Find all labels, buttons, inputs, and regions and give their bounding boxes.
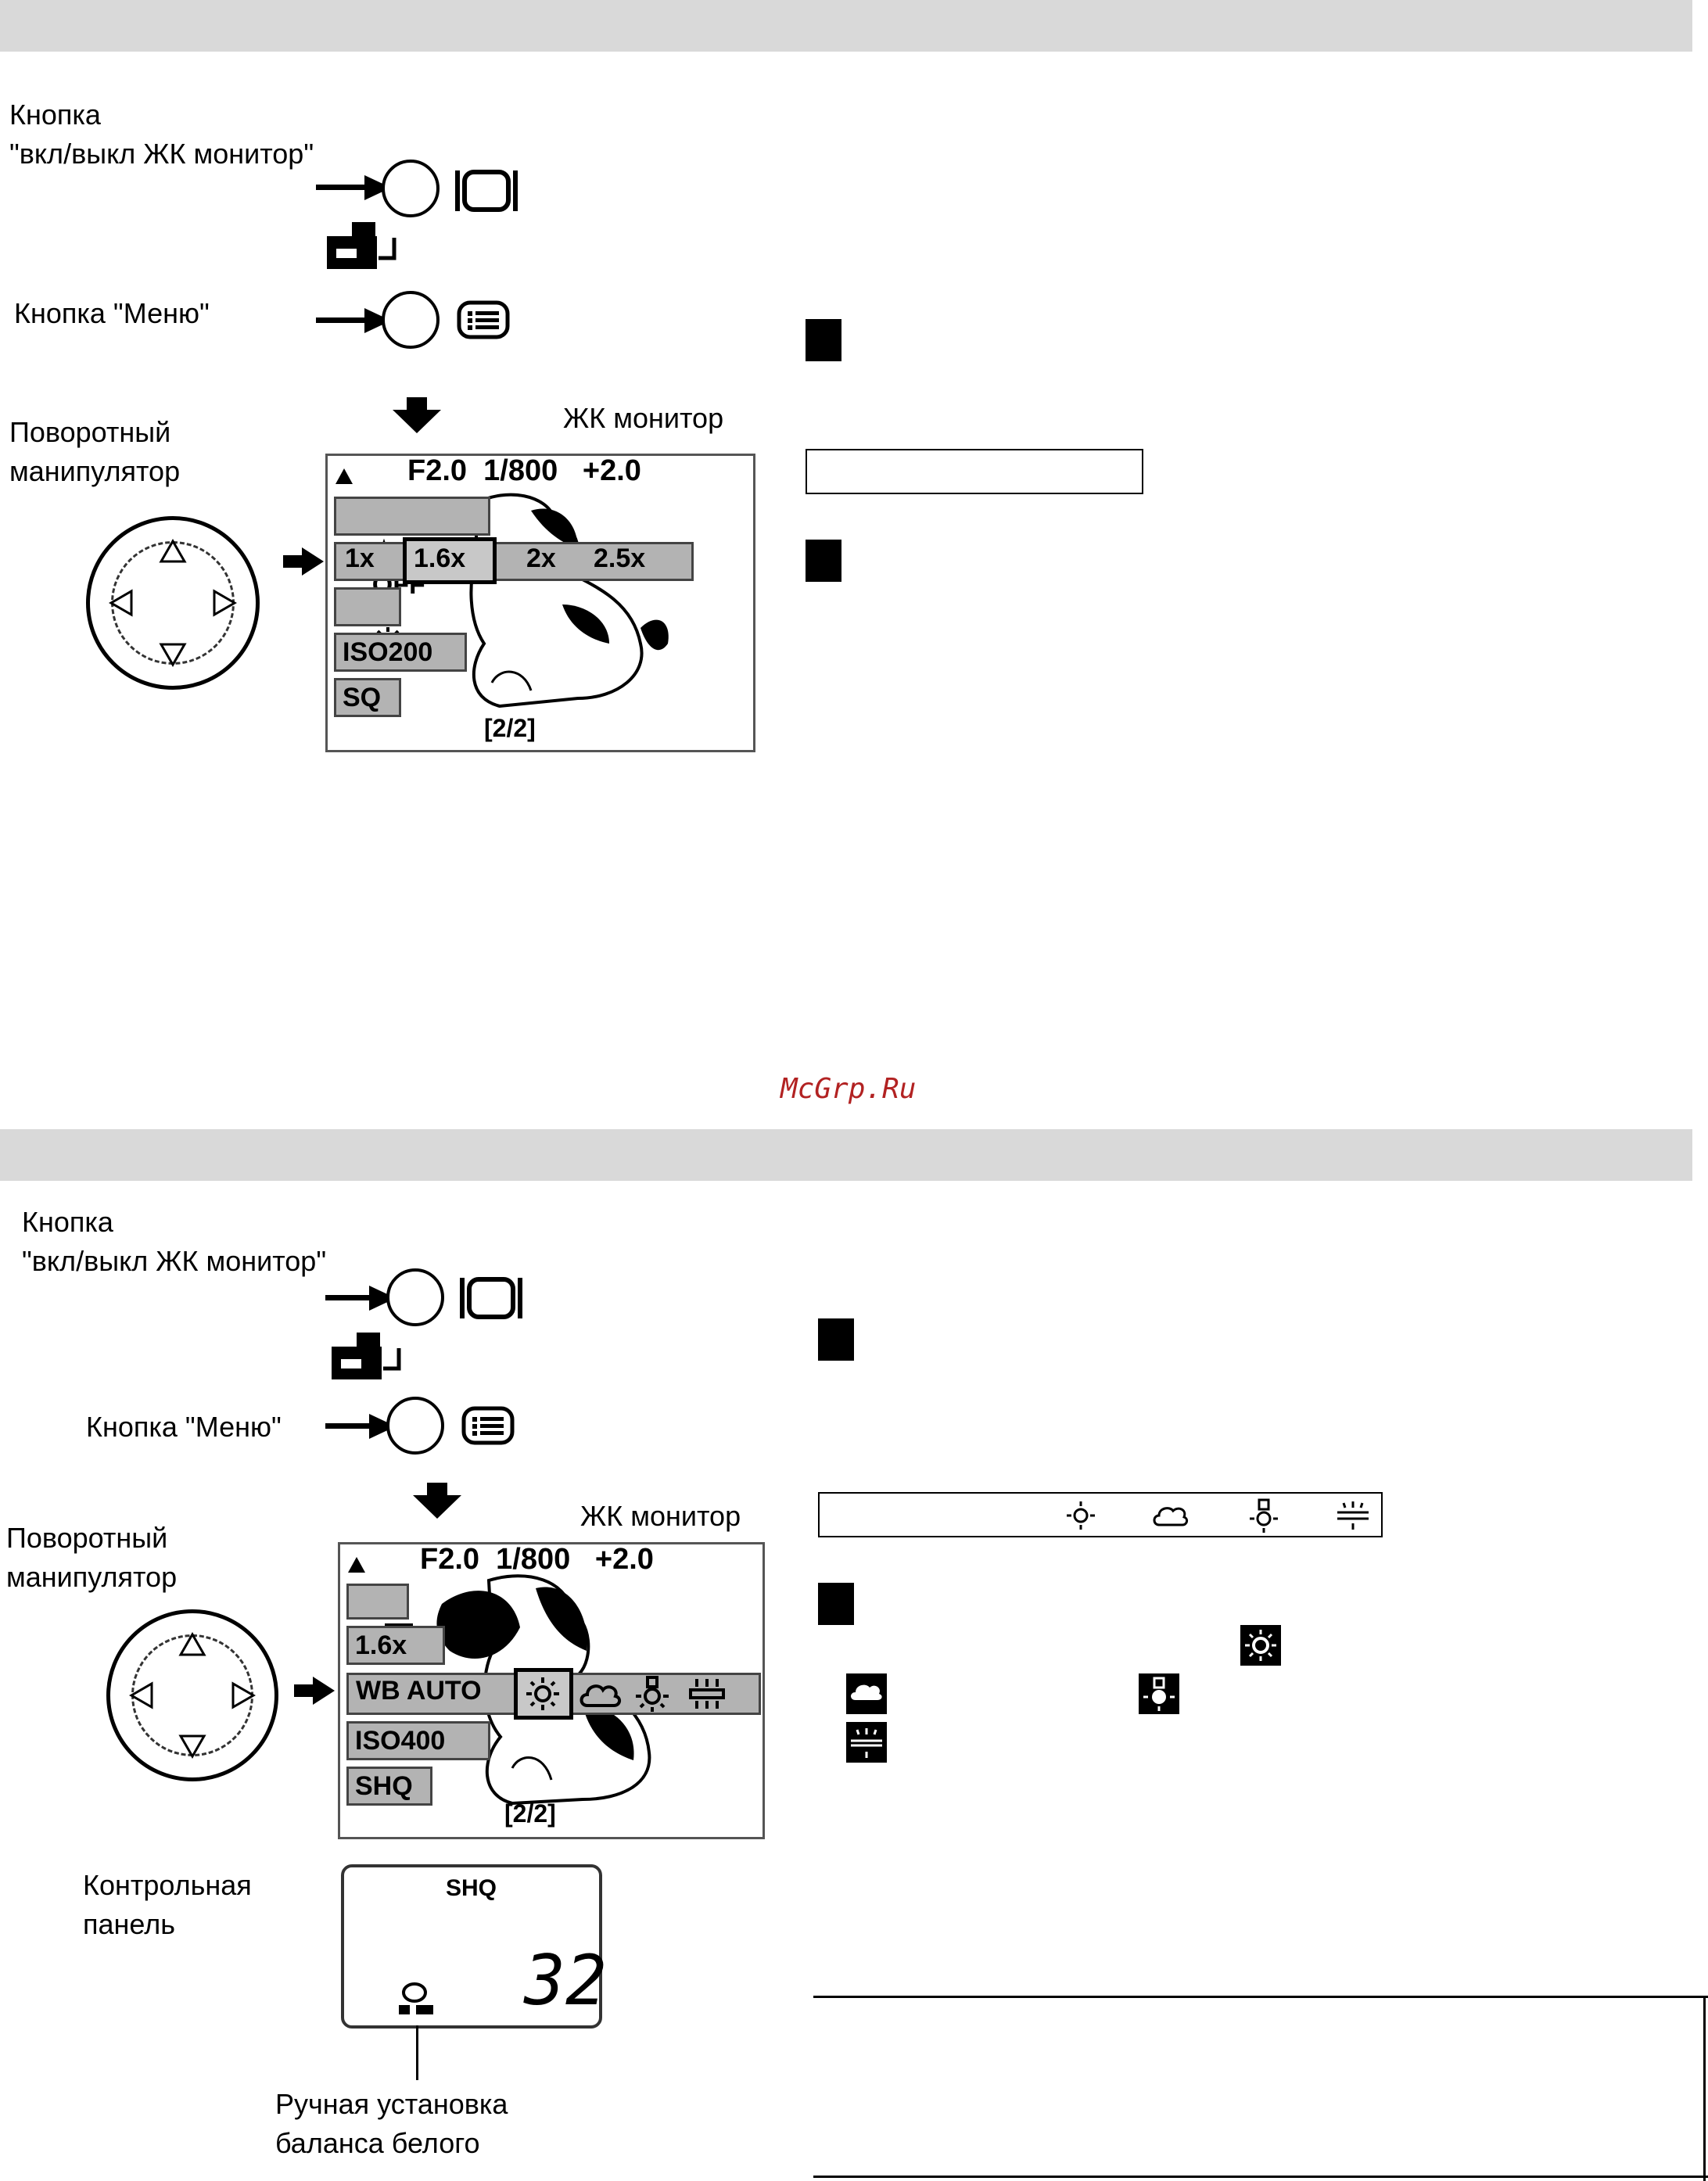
wb-daylight-icon[interactable] xyxy=(525,1676,561,1712)
down-arrow-icon xyxy=(413,1483,461,1519)
pointer-arrow-icon xyxy=(283,547,324,576)
wb-options-box xyxy=(818,1492,1383,1537)
dial-arrows-icon xyxy=(108,538,238,668)
lcd-page-indicator: [2/2] xyxy=(504,1799,556,1828)
lcd-monitor-label: ЖК монитор xyxy=(580,1500,741,1532)
option-box xyxy=(806,449,1143,494)
lcd-toggle-button[interactable] xyxy=(382,160,440,217)
manual-wb-label: Ручная установка баланса белого xyxy=(275,2088,508,2159)
menu-button-label: Кнопка "Меню" xyxy=(14,297,210,329)
rotary-dial[interactable] xyxy=(86,516,260,690)
quality-tile[interactable]: SQ xyxy=(334,678,401,717)
zoom-option-1x[interactable]: 1x xyxy=(345,543,375,573)
down-arrow-icon xyxy=(393,397,441,433)
step-marker xyxy=(806,540,841,582)
lcd-monitor-label: ЖК монитор xyxy=(563,402,724,434)
quality-tile[interactable]: SHQ xyxy=(346,1767,432,1806)
dial-arrows-icon xyxy=(128,1631,257,1760)
arrow-line xyxy=(325,1295,375,1300)
step-marker xyxy=(806,319,841,361)
lcd-monitor-icon xyxy=(455,170,518,212)
arrow-line xyxy=(316,317,371,323)
zoom-selected-box xyxy=(403,537,497,584)
zoom-option-2x[interactable]: 2x xyxy=(526,543,556,573)
iso-tile[interactable]: ISO400 xyxy=(346,1721,490,1760)
menu-icon xyxy=(461,1406,515,1445)
lcd-monitor-icon xyxy=(460,1277,522,1319)
iso-tile[interactable]: ISO200 xyxy=(334,633,467,672)
note-frame-top xyxy=(813,1996,1708,1998)
manual-wb-icon xyxy=(399,1982,433,2014)
zoom-option-2-5x[interactable]: 2.5x xyxy=(594,543,646,573)
dial-label: Поворотный манипулятор xyxy=(6,1522,178,1593)
up-triangle-icon xyxy=(348,1557,365,1573)
menu-icon xyxy=(457,300,510,339)
lcd-screen: F2.0 1/800 +2.0 ★ OFF 1x 1.6x 2x 2.5x IS… xyxy=(325,454,755,752)
step-marker xyxy=(818,1583,854,1625)
control-panel-quality: SHQ xyxy=(446,1875,497,1901)
lcd-exposure-readout: F2.0 1/800 +2.0 xyxy=(420,1543,654,1576)
lcd-button-label: Кнопка "вкл/выкл ЖК монитор" xyxy=(22,1206,327,1277)
step-marker xyxy=(818,1318,854,1361)
menu-button[interactable] xyxy=(382,291,440,349)
arrow-line xyxy=(325,1423,375,1429)
wb-tile[interactable] xyxy=(334,587,402,655)
star-setting-tile[interactable]: ★ OFF xyxy=(334,497,490,600)
pointer-arrow-icon xyxy=(294,1677,335,1705)
dial-label: Поворотный манипулятор xyxy=(9,416,181,487)
callout-line xyxy=(416,2025,418,2080)
wb-fluorescent-icon[interactable] xyxy=(687,1677,727,1712)
camera-icon xyxy=(327,222,396,269)
wb-selected-box xyxy=(514,1668,573,1720)
menu-button[interactable] xyxy=(386,1397,444,1455)
daylight-inverse-icon xyxy=(1240,1625,1281,1666)
arrow-line xyxy=(316,185,371,190)
control-panel-label: Контрольная панель xyxy=(83,1869,252,1940)
lcd-exposure-readout: F2.0 1/800 +2.0 xyxy=(407,454,641,487)
menu-button-label: Кнопка "Меню" xyxy=(86,1411,282,1443)
section2-header-band xyxy=(0,1129,1692,1181)
lcd-page-indicator: [2/2] xyxy=(484,714,536,742)
lcd-screen: F2.0 1/800 +2.0 1.6x WB AUTO ISO400 SHQ … xyxy=(338,1542,765,1839)
wb-auto-option[interactable]: WB AUTO xyxy=(356,1676,482,1706)
watermark: McGrp.Ru xyxy=(780,1073,917,1105)
cloudy-icon xyxy=(1153,1507,1189,1526)
fluorescent-inverse-icon xyxy=(846,1722,887,1763)
wb-tungsten-icon[interactable] xyxy=(633,1674,672,1713)
section1-header-band xyxy=(0,0,1692,52)
wb-cloudy-icon[interactable] xyxy=(578,1679,622,1710)
zoom-tile[interactable]: 1.6x xyxy=(346,1626,445,1665)
lcd-toggle-button[interactable] xyxy=(386,1268,444,1326)
rotary-dial[interactable] xyxy=(106,1609,278,1781)
zoom-row[interactable] xyxy=(334,542,694,581)
daylight-icon xyxy=(1067,1501,1095,1530)
lcd-button-label: Кнопка "вкл/выкл ЖК монитор" xyxy=(9,99,314,170)
up-triangle-icon xyxy=(336,468,353,484)
tungsten-icon xyxy=(1250,1498,1278,1533)
camera-icon xyxy=(332,1333,401,1379)
control-panel-count: 32 xyxy=(524,1940,607,2021)
drive-mode-tile[interactable] xyxy=(346,1584,418,1648)
fluorescent-icon xyxy=(1337,1501,1369,1530)
control-panel: SHQ 32 xyxy=(341,1864,607,2029)
note-frame-bottom xyxy=(813,2176,1708,2178)
tungsten-inverse-icon xyxy=(1139,1673,1179,1714)
zoom-option-1-6x[interactable]: 1.6x xyxy=(414,543,466,573)
note-frame-right xyxy=(1703,1996,1706,2181)
cloudy-inverse-icon xyxy=(846,1673,887,1714)
